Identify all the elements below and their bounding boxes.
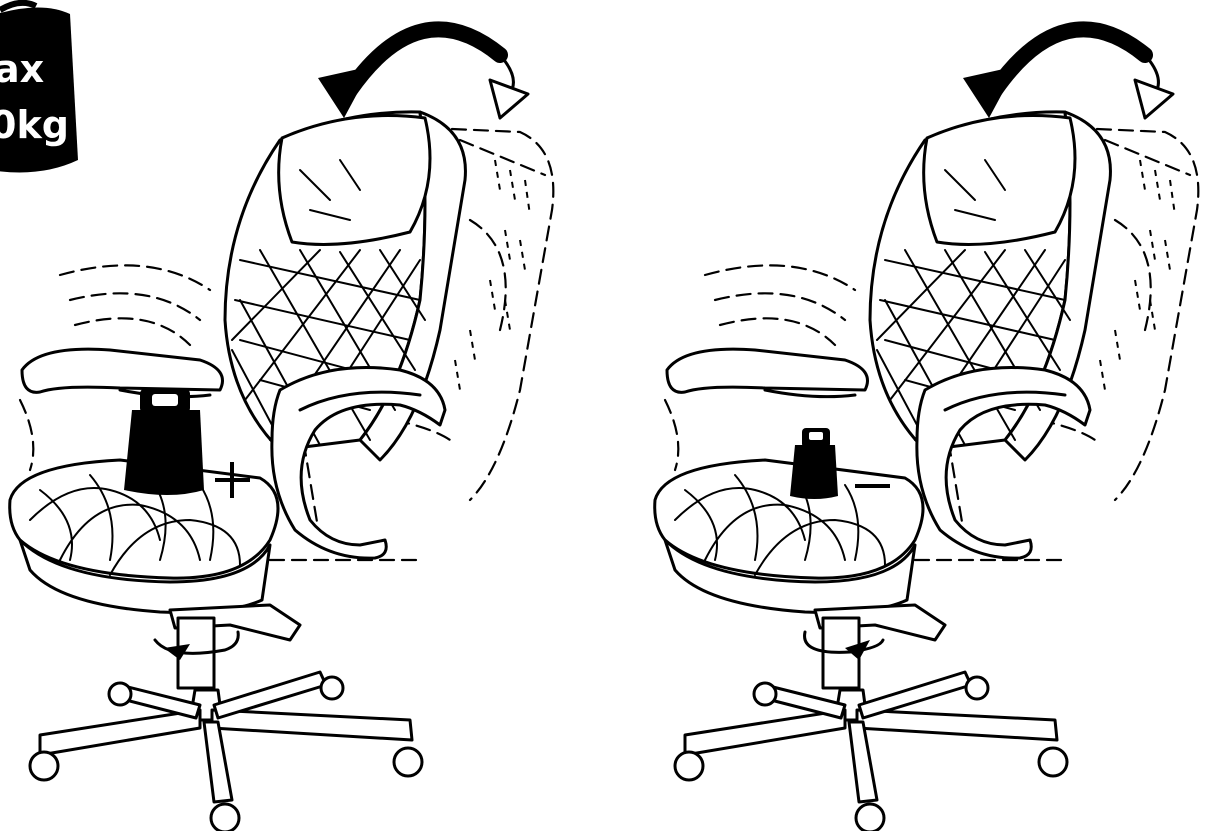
armrest-right: [272, 368, 445, 559]
tilt-arrow-icon: [963, 29, 1173, 118]
chair-panel-left: [10, 29, 554, 831]
gas-lift: [805, 605, 945, 688]
armrest-left: [667, 349, 868, 397]
weight-icon-right: [790, 428, 838, 499]
max-weight-label-line1: ax: [0, 47, 44, 91]
armrest-right: [917, 368, 1090, 559]
tilt-arrow-icon: [318, 29, 528, 118]
seat-cushion: [655, 460, 923, 613]
chair-base: [40, 672, 412, 802]
armrest-left: [22, 349, 223, 397]
max-weight-label-line2: 0kg: [0, 103, 69, 147]
weight-icon-left: [124, 388, 204, 495]
chair-base: [685, 672, 1057, 802]
max-weight-badge: ax 0kg: [0, 3, 78, 173]
chair-panel-right: [655, 29, 1199, 831]
gas-lift: [155, 605, 300, 688]
